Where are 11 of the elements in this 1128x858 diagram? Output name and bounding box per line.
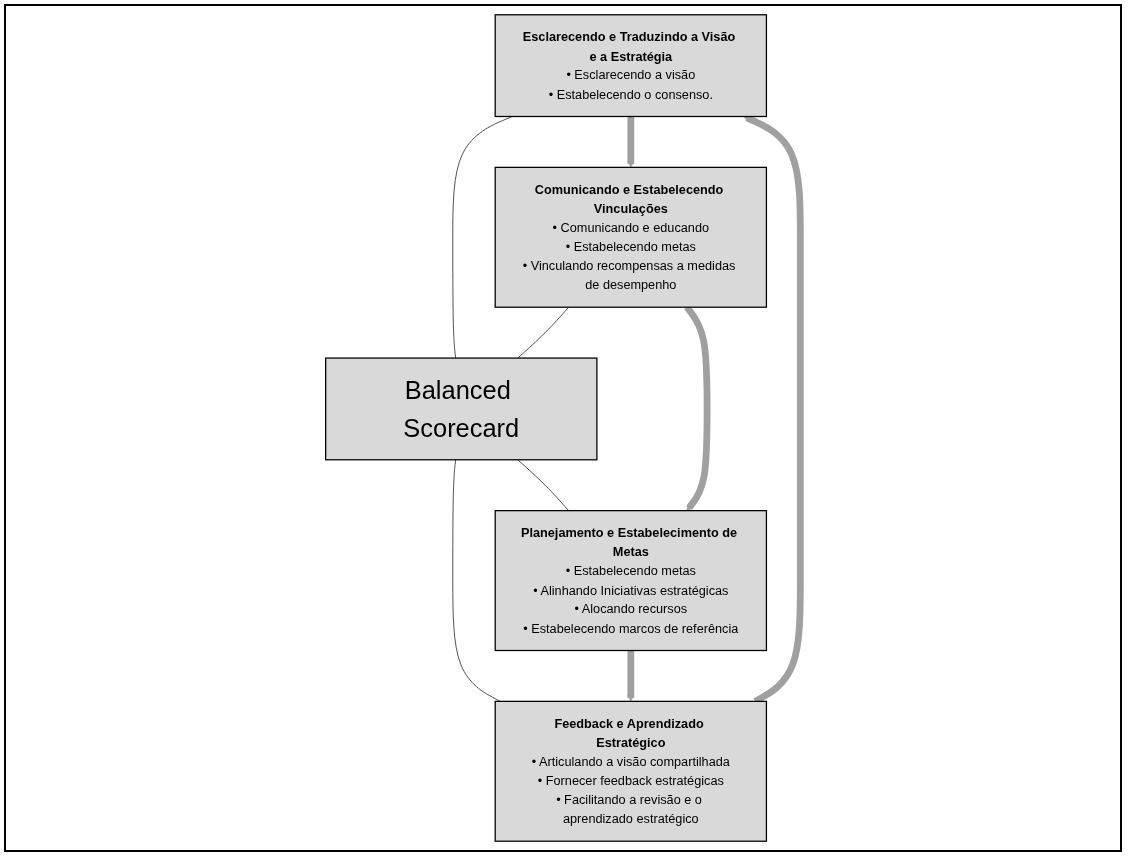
node-box: Planejamento e Estabelecimento de Metas • Estabelecendo metas • Alinhando Iniciativas estratégicas • Alocando recursos • Estabelecendo marcos de referência — [494, 510, 768, 652]
node-box: Balanced Scorecard — [325, 357, 598, 461]
arrow — [627, 116, 635, 168]
node-box: Feedback e Aprendizado Estratégico • Articulando a visão compartilhada • Fornecer feedback estratégicas • Facilitando a revisão e o aprendizado estratégico — [494, 700, 768, 842]
connector — [517, 306, 570, 359]
node-box: Comunicando e Estabelecendo Vinculações • Comunicando e educando • Estabelecendo metas • Vinculando recompensas a medidas de desempenho — [494, 166, 768, 308]
connector — [517, 459, 570, 512]
node-box: Esclarecendo e Traduzindo a Visão e a Estratégia • Esclarecendo a visão • Estabelecendo o consenso. — [494, 14, 768, 118]
connector — [452, 116, 513, 359]
connector — [452, 459, 501, 702]
arrow — [627, 650, 635, 702]
